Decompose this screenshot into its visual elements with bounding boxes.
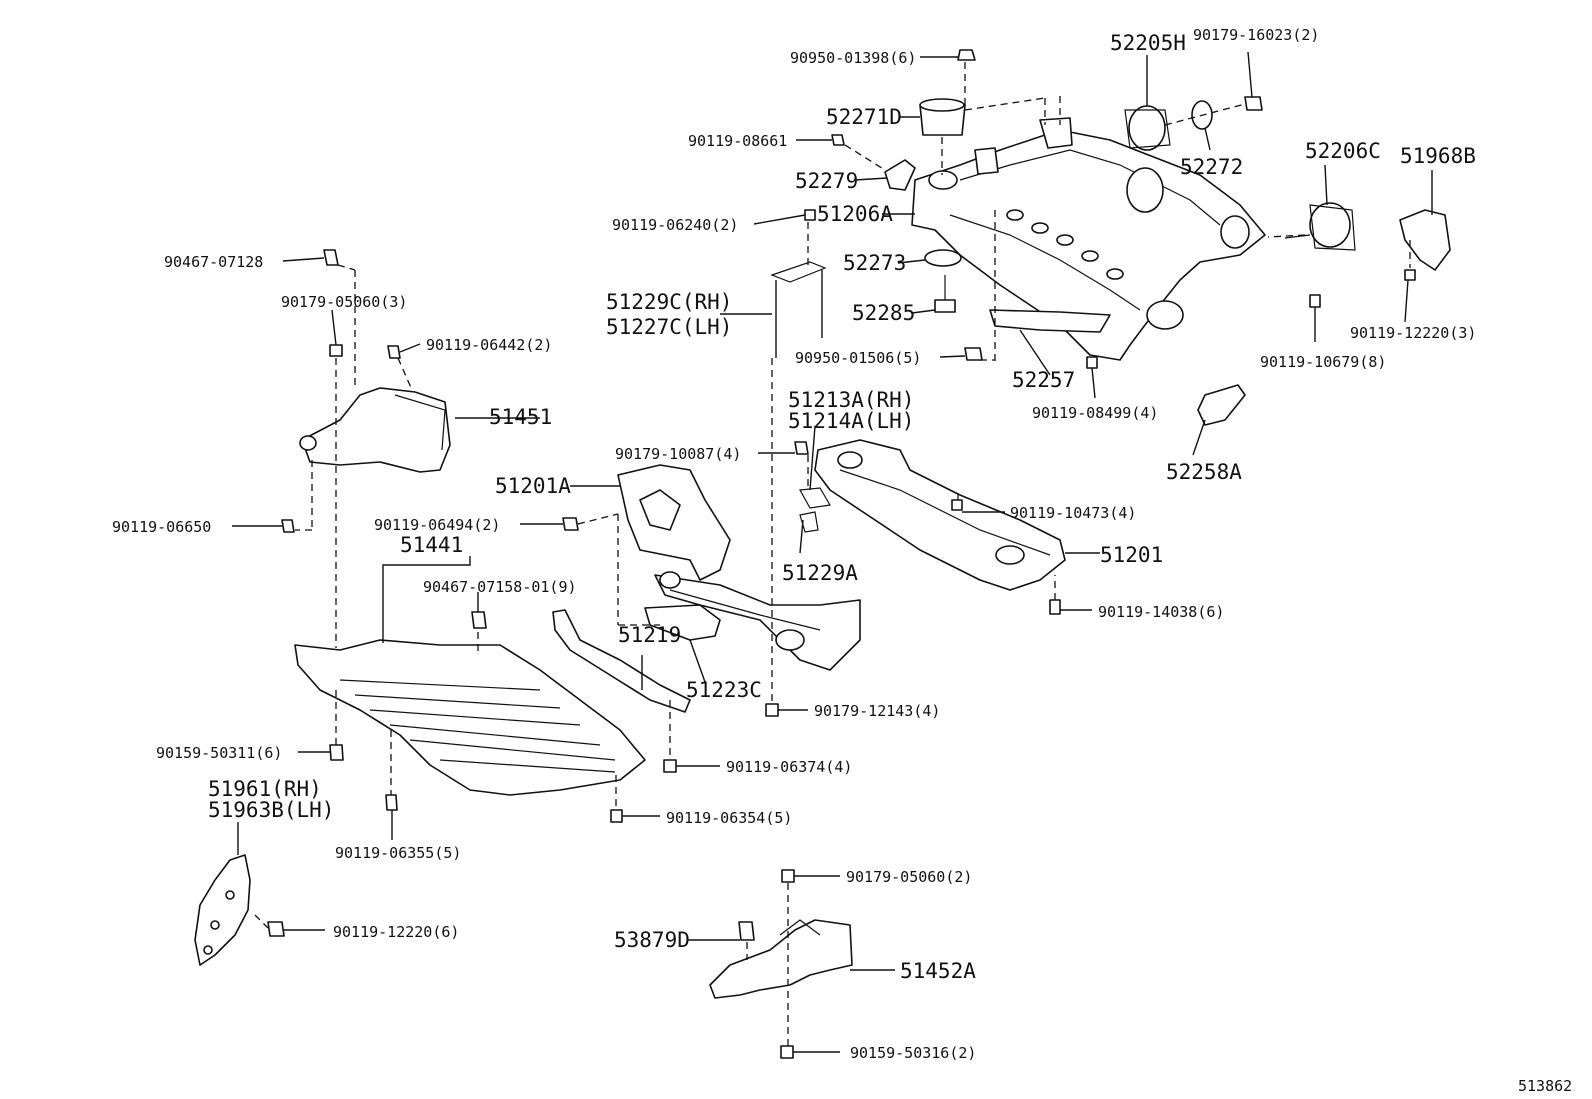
callout-52205H: 52205H: [1110, 31, 1186, 55]
callout-90179-16023: 90179-16023(2): [1193, 26, 1319, 44]
callout-51229C: 51229C(RH): [606, 290, 732, 314]
engine-under-cover: [294, 517, 779, 823]
callout-90467-07158-01: 90467-07158-01(9): [423, 578, 577, 596]
callout-90179-10087: 90179-10087(4): [615, 445, 741, 463]
callout-90159-50316: 90159-50316(2): [850, 1044, 976, 1062]
callout-90179-05060-2: 90179-05060(2): [846, 868, 972, 886]
callout-90467-07128: 90467-07128: [164, 253, 263, 271]
callout-52257: 52257: [1012, 368, 1075, 392]
callout-51452A: 51452A: [900, 959, 976, 983]
callout-90119-06240: 90119-06240(2): [612, 216, 738, 234]
diagram-reference-number: 513862: [1518, 1077, 1572, 1095]
callout-51451: 51451: [489, 405, 552, 429]
callout-90119-08661: 90119-08661: [688, 132, 787, 150]
callout-51441: 51441: [400, 533, 463, 557]
callout-52258A: 52258A: [1166, 460, 1242, 484]
callout-90119-06442: 90119-06442(2): [426, 336, 552, 354]
callout-51223C: 51223C: [686, 678, 762, 702]
callout-90119-06354: 90119-06354(5): [666, 809, 792, 827]
callout-51214A: 51214A(LH): [788, 409, 914, 433]
callout-90119-12220-3: 90119-12220(3): [1350, 324, 1476, 342]
callout-51961: 51961(RH): [208, 777, 322, 801]
callout-90119-12220-6: 90119-12220(6): [333, 923, 459, 941]
callout-52271D: 52271D: [826, 105, 902, 129]
callout-51219: 51219: [618, 623, 681, 647]
callout-90179-05060-3: 90179-05060(3): [281, 293, 407, 311]
callout-90179-12143: 90179-12143(4): [814, 702, 940, 720]
callout-52206C: 52206C: [1305, 139, 1381, 163]
callout-90119-06494: 90119-06494(2): [374, 516, 500, 534]
callout-90119-06355: 90119-06355(5): [335, 844, 461, 862]
callout-90119-14038: 90119-14038(6): [1098, 603, 1224, 621]
assembly-lines: [254, 62, 1411, 1046]
callout-90119-10473: 90119-10473(4): [1010, 504, 1136, 522]
callout-51201: 51201: [1100, 543, 1163, 567]
callout-51227C: 51227C(LH): [606, 315, 732, 339]
callout-51963B: 51963B(LH): [208, 798, 334, 822]
callout-52273: 52273: [843, 251, 906, 275]
engine-under-cover-side: [281, 249, 451, 533]
leader-lines: [232, 51, 1409, 1053]
stabilizer-bracket: [552, 604, 721, 713]
callout-51206A: 51206A: [817, 202, 893, 226]
engine-under-cover-rear: [709, 869, 853, 1059]
callout-90950-01398: 90950-01398(6): [790, 49, 916, 67]
callout-51968B: 51968B: [1400, 144, 1476, 168]
callout-53879D: 53879D: [614, 928, 690, 952]
crossmember-51201: [794, 439, 1066, 615]
bracket-51961: [194, 854, 285, 966]
callout-51201A: 51201A: [495, 474, 571, 498]
callout-51213A: 51213A(RH): [788, 388, 914, 412]
callout-90119-10679: 90119-10679(8): [1260, 353, 1386, 371]
callout-90119-06650: 90119-06650: [112, 518, 211, 536]
front-suspension-member: [617, 464, 861, 671]
callout-90159-50311: 90159-50311(6): [156, 744, 282, 762]
callout-51229A: 51229A: [782, 561, 858, 585]
callout-52285: 52285: [852, 301, 915, 325]
callout-90950-01506: 90950-01506(5): [795, 349, 921, 367]
u-bolt: [770, 261, 827, 358]
callouts: 90950-01398(6) 52205H 90179-16023(2) 522…: [112, 26, 1572, 1095]
callout-52279: 52279: [795, 169, 858, 193]
callout-90119-08499: 90119-08499(4): [1032, 404, 1158, 422]
rear-suspension-member: [804, 49, 1451, 426]
callout-52272: 52272: [1180, 155, 1243, 179]
callout-90119-06374: 90119-06374(4): [726, 758, 852, 776]
